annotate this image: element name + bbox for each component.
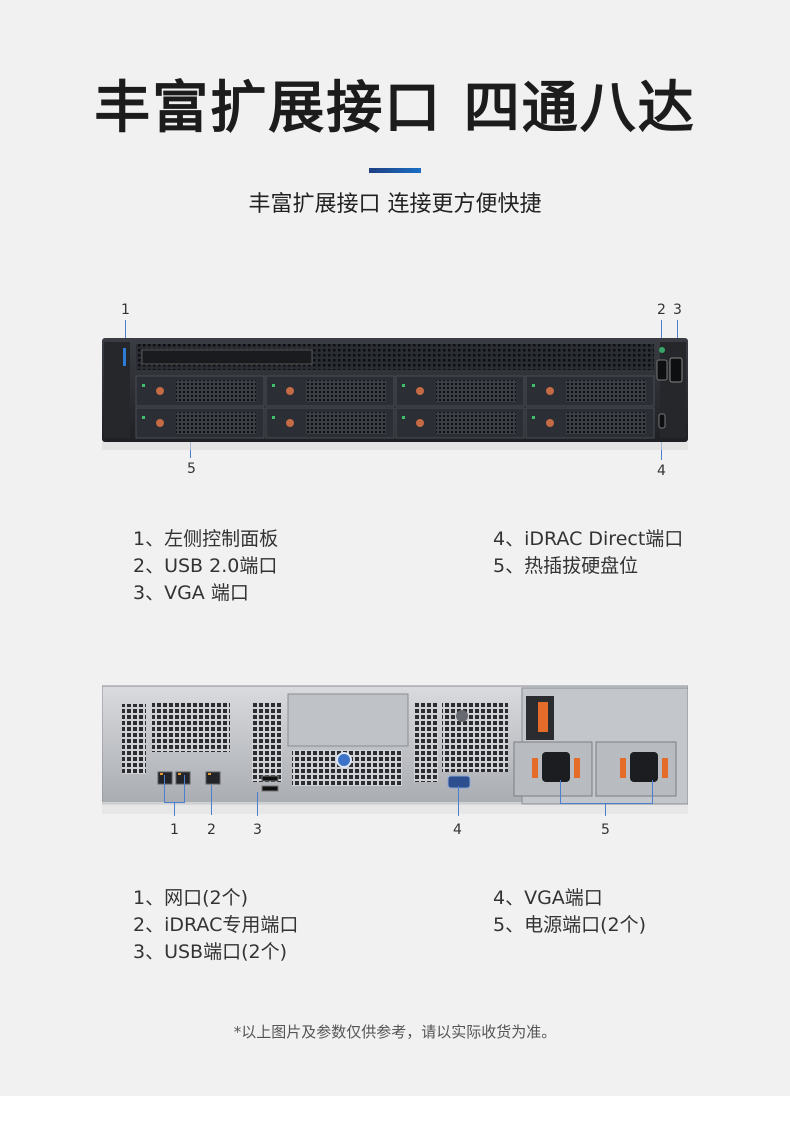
- rear-leader-4: [458, 786, 459, 816]
- front-callout-2: 2: [657, 302, 666, 318]
- rear-item-1: 1、网口(2个): [133, 887, 249, 909]
- rear-list-left: 1、网口(2个) 2、iDRAC专用端口 3、USB端口(2个): [133, 885, 298, 966]
- front-item-2: 2、USB 2.0端口: [133, 555, 278, 577]
- front-item-4: 4、iDRAC Direct端口: [493, 528, 684, 550]
- front-list-right: 4、iDRAC Direct端口 5、热插拔硬盘位: [493, 526, 683, 580]
- front-item-1: 1、左侧控制面板: [133, 528, 279, 550]
- page-title: 丰富扩展接口 四通八达: [94, 76, 696, 141]
- front-callout-1: 1: [121, 302, 130, 318]
- rear-leader-2: [211, 785, 212, 815]
- rear-callout-1: 1: [170, 822, 179, 838]
- rear-leader-1-stem: [174, 802, 175, 816]
- rear-callout-4: 4: [453, 822, 462, 838]
- front-callout-5: 5: [187, 461, 196, 477]
- bottom-band: [0, 1096, 790, 1137]
- disclaimer-text: *以上图片及参数仅供参考，请以实际收货为准。: [233, 1023, 557, 1041]
- rear-leader-1b: [184, 775, 185, 803]
- rear-leader-5a: [560, 780, 561, 804]
- rear-item-3: 3、USB端口(2个): [133, 941, 288, 963]
- front-callout-3: 3: [673, 302, 682, 318]
- rear-leader-1a: [164, 775, 165, 803]
- rear-item-5: 5、电源端口(2个): [493, 914, 647, 936]
- rear-leader-5b: [652, 780, 653, 804]
- rear-callout-2: 2: [207, 822, 216, 838]
- title-accent-bar: [369, 168, 421, 173]
- server-rear-image: [102, 685, 688, 814]
- server-front-image: [102, 338, 688, 450]
- front-item-5: 5、热插拔硬盘位: [493, 555, 639, 577]
- front-callout-4: 4: [657, 463, 666, 479]
- rear-item-4: 4、VGA端口: [493, 887, 603, 909]
- rear-list-right: 4、VGA端口 5、电源端口(2个): [493, 885, 646, 939]
- rear-item-2: 2、iDRAC专用端口: [133, 914, 299, 936]
- rear-callout-3: 3: [253, 822, 262, 838]
- front-leader-1: [125, 320, 126, 350]
- rear-leader-5-stem: [605, 803, 606, 816]
- rear-leader-5-join: [560, 803, 653, 804]
- front-list-left: 1、左侧控制面板 2、USB 2.0端口 3、VGA 端口: [133, 526, 278, 607]
- rear-leader-3: [257, 792, 258, 816]
- page-subtitle: 丰富扩展接口 连接更方便快捷: [248, 192, 542, 217]
- front-item-3: 3、VGA 端口: [133, 582, 249, 604]
- rear-callout-5: 5: [601, 822, 610, 838]
